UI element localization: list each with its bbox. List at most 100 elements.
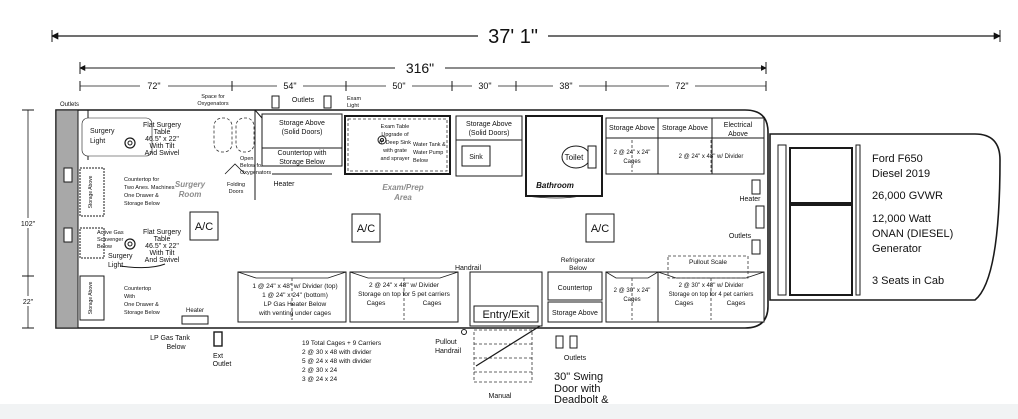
- exam-table-5: and sprayer: [380, 156, 409, 162]
- exam-prep-label-2: Area: [393, 193, 412, 202]
- bottom-annotations: LP Gas Tank Below Ext Outlet 19 Total Ca…: [150, 331, 609, 404]
- storage-above-r2: Storage Above: [662, 125, 708, 132]
- oxygen-label-1: Space for: [201, 94, 225, 100]
- exam-prep-label-1: Exam/Prep: [382, 183, 423, 192]
- lower-mid-1: 2 @ 24" x 48" w/ Divider: [369, 282, 440, 289]
- overall-dimension: 37' 1": [51, 26, 1001, 48]
- pullout-scale-label: Pullout Scale: [689, 259, 727, 266]
- viewer-footer-bar: [0, 404, 1018, 419]
- table2-line1: Flat Surgery: [143, 229, 182, 236]
- lp-tank-1: LP Gas Tank: [150, 335, 190, 342]
- countertop-drawer-4: Storage Below: [124, 310, 160, 316]
- electrical-1: Electrical: [724, 122, 753, 129]
- active-gas-1: Active Gas: [97, 230, 124, 236]
- open-below-2: Below for: [240, 163, 263, 169]
- exam-table-2: Upgrade of: [381, 132, 409, 138]
- cab-line-6: Generator: [872, 243, 922, 255]
- pullout-handrail-2: Handrail: [435, 348, 462, 355]
- bathroom-label: Bathroom: [536, 181, 574, 190]
- outlets-top-mid: Outlets: [292, 97, 315, 104]
- cab-line-4: 12,000 Watt: [872, 213, 931, 225]
- oxygen-label-2: Oxygenators: [197, 101, 228, 107]
- lower-right-1: 2 @ 30" x 48" w/ Divider: [679, 283, 744, 289]
- floor-plan-diagram: 37' 1" 316" 72" 54" 50" 30" 38" 72": [20, 26, 1001, 404]
- interior-dimension: 316": [79, 60, 767, 76]
- lp-tank-2: Below: [166, 344, 186, 351]
- folding-doors-2: Doors: [229, 189, 244, 195]
- countertop-gas-4: Storage Below: [124, 201, 160, 207]
- outlets-bottom: Outlets: [564, 355, 587, 362]
- truck-cab: Ford F650 Diesel 2019 26,000 GVWR 12,000…: [769, 133, 1001, 301]
- exam-table-3: 6" Deep Sink: [379, 140, 411, 146]
- cages-30-1: 2 @ 30" x 24": [614, 288, 651, 294]
- countertop-gas-2: Two Anes. Machines: [124, 185, 175, 191]
- surgery-light-1: Surgery: [90, 128, 115, 135]
- exam-table-1: Exam Table: [381, 124, 410, 130]
- heater-lower-left: Heater: [186, 308, 204, 314]
- storage-above-r1: Storage Above: [609, 125, 655, 132]
- ac-left: A/C: [195, 221, 213, 233]
- lower-right-cages: 2 @ 30" x 24" Cages Pullout Scale 2 @ 30…: [605, 255, 765, 323]
- pullout-handrail-1: Pullout: [435, 339, 456, 346]
- top-annotations: Outlets Space for Oxygenators Outlets Ex…: [60, 94, 361, 109]
- lower-left-cages: 1 @ 24" x 48" w/ Divider (top) 1 @ 24" x…: [237, 271, 459, 323]
- table2-line4: With Tilt: [150, 250, 175, 257]
- countertop-storage-2: Storage Below: [279, 159, 325, 166]
- dim-54: 54": [283, 81, 296, 91]
- storage-solid-2: (Solid Doors): [282, 129, 323, 136]
- lower-right-cages-b: Cages: [727, 300, 747, 307]
- dim-50: 50": [392, 81, 405, 91]
- countertop-entry: Countertop: [558, 285, 593, 292]
- surgery-light-b2: Light: [108, 262, 123, 269]
- handrail-label: Handrail: [455, 265, 482, 272]
- storage-above-entry: Storage Above: [552, 310, 598, 317]
- countertop-drawer-3: One Drawer &: [124, 302, 159, 308]
- summary-2: 2 @ 30 x 48 with divider: [302, 349, 372, 356]
- height-total-label: 102": [21, 221, 36, 228]
- ext-outlet-1: Ext: [213, 353, 223, 360]
- dim-72-left: 72": [147, 81, 160, 91]
- dim-72-right: 72": [675, 81, 688, 91]
- sink-area: Storage Above (Solid Doors) Sink: [455, 115, 523, 177]
- entry-area: Handrail Entry/Exit Refrigerator Below C…: [455, 257, 603, 383]
- countertop-storage-1: Countertop with: [277, 150, 326, 157]
- surgery-room-label-2: Room: [179, 190, 202, 199]
- surgery-room: Surgery Light Flat Surgery Table 46.5" x…: [63, 117, 271, 325]
- active-gas-3: Below: [97, 244, 112, 250]
- ac-right: A/C: [591, 223, 609, 235]
- swing-door-3: Deadbolt &: [554, 394, 609, 404]
- refrigerator-1: Refrigerator: [561, 257, 596, 264]
- dim-38: 38": [559, 81, 572, 91]
- countertop-drawer-1: Countertop: [124, 286, 151, 292]
- outlets-right: Outlets: [729, 233, 752, 240]
- interior-length-label: 316": [406, 60, 434, 76]
- summary-4: 2 @ 30 x 24: [302, 367, 338, 374]
- cab-line-7: 3 Seats in Cab: [872, 275, 944, 287]
- heater-right: Heater: [739, 196, 761, 203]
- lower-left-1: 1 @ 24" x 48" w/ Divider (top): [252, 283, 337, 290]
- refrigerator-2: Below: [569, 265, 587, 272]
- swing-door-1: 30" Swing: [554, 371, 603, 383]
- storage-solid-b1: Storage Above: [466, 121, 512, 128]
- water-tank-2: Water Pump: [413, 150, 443, 156]
- open-below-3: Oxygenators: [240, 170, 271, 176]
- cab-line-2: Diesel 2019: [872, 168, 930, 180]
- countertop-gas-3: One Drawer &: [124, 193, 159, 199]
- countertop-section: Storage Above (Solid Doors) Countertop w…: [261, 113, 451, 243]
- lower-mid-cages-a: Cages: [367, 300, 387, 307]
- cab-line-1: Ford F650: [872, 153, 923, 165]
- table1-line1: Flat Surgery: [143, 122, 182, 129]
- summary-1: 19 Total Cages + 9 Carriers: [302, 340, 382, 347]
- storage-solid-1: Storage Above: [279, 120, 325, 127]
- surgery-room-label-1: Surgery: [175, 180, 206, 189]
- entry-exit-label: Entry/Exit: [482, 309, 529, 321]
- heater-mid: Heater: [273, 181, 295, 188]
- summary-3: 5 @ 24 x 48 with divider: [302, 358, 372, 365]
- table1-line5: And Swivel: [145, 150, 180, 157]
- lower-mid-cages-b: Cages: [423, 300, 443, 307]
- storage-above-vert-2: Storage Above: [88, 281, 94, 314]
- lower-mid-2: Storage on top for 5 pet carriers: [358, 291, 451, 298]
- ext-outlet-2: Outlet: [213, 361, 232, 368]
- ac-middle: A/C: [357, 223, 375, 235]
